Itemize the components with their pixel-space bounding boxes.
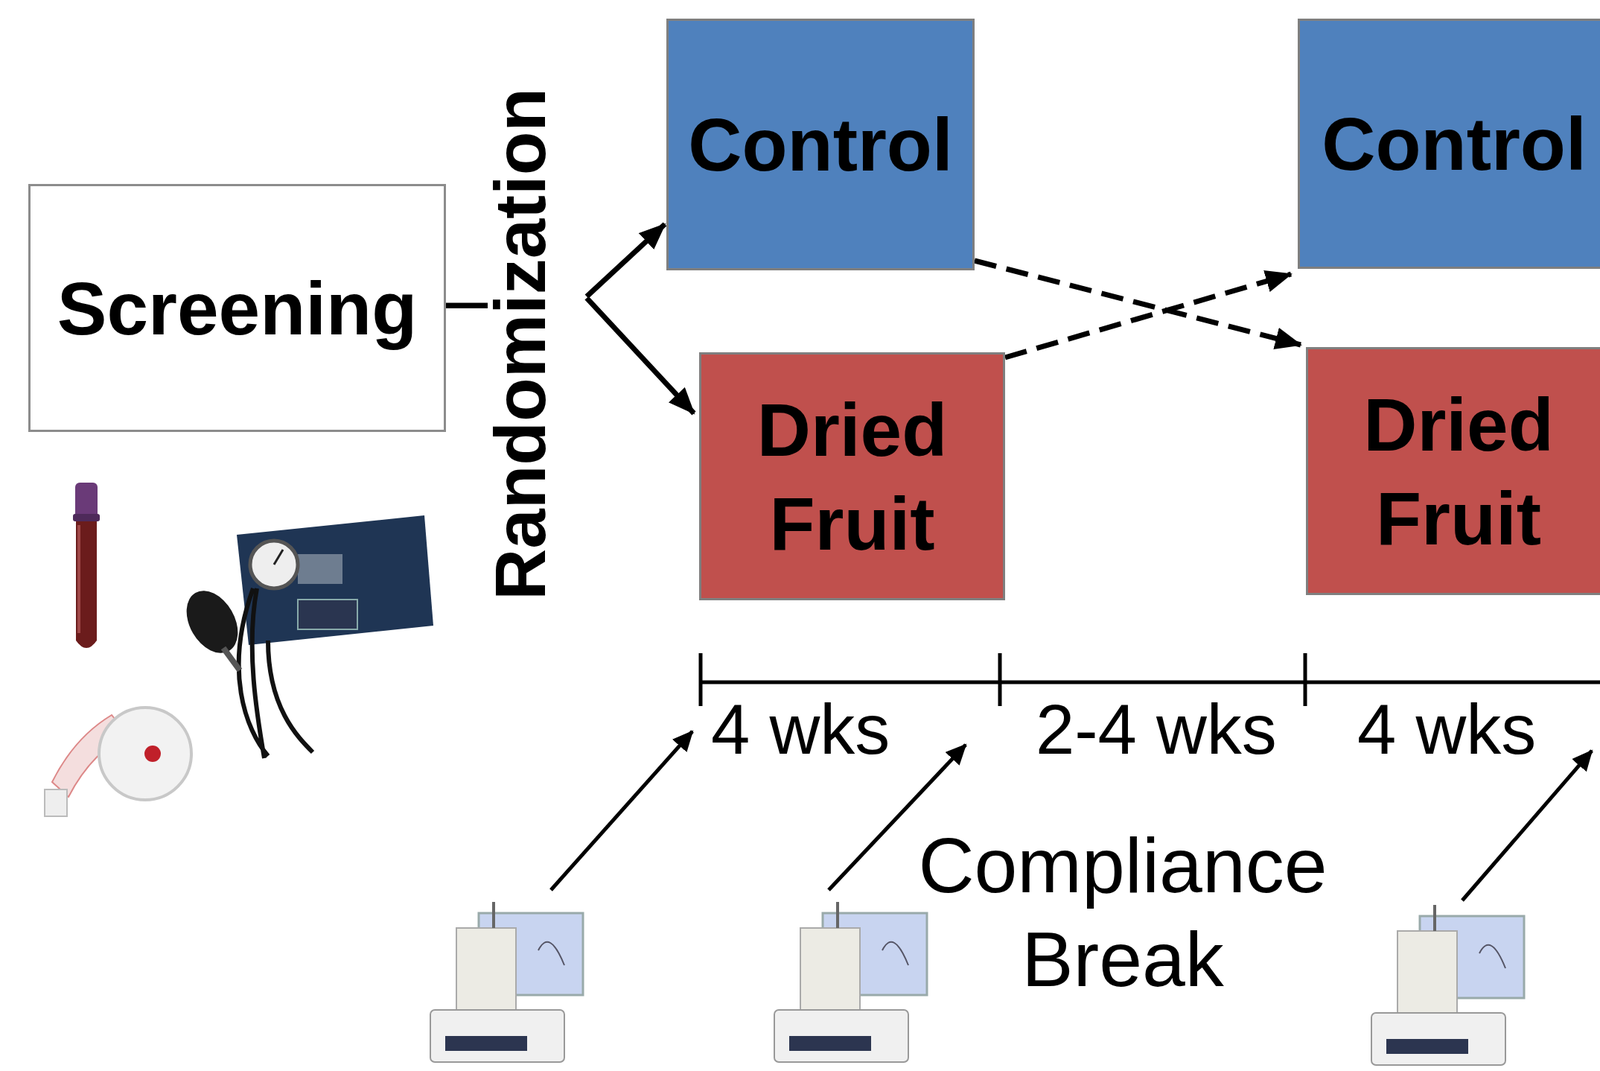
phase-label: Randomization bbox=[484, 87, 557, 601]
crossover-arrow bbox=[1005, 273, 1292, 358]
break-label: Compliance Break bbox=[891, 818, 1354, 1006]
compliance-device-icon bbox=[774, 901, 927, 1062]
tape-measure-icon bbox=[44, 707, 192, 817]
compliance-device-icon bbox=[430, 901, 583, 1062]
group-box: Dried Fruit bbox=[1305, 346, 1600, 595]
duration-label: 2-4 wks bbox=[1035, 694, 1277, 765]
blood-pressure-cuff-icon bbox=[176, 515, 434, 758]
group-box: Control bbox=[1297, 18, 1600, 269]
group-box: Dried Fruit bbox=[699, 352, 1006, 601]
group-box: Control bbox=[666, 18, 975, 271]
box-title: Screening bbox=[57, 261, 418, 356]
box-title: Control bbox=[1321, 96, 1586, 191]
box-title: Dried Fruit bbox=[716, 382, 988, 571]
randomization-arrow bbox=[445, 297, 694, 414]
compliance-device-icon bbox=[1371, 904, 1525, 1065]
box-title: Dried Fruit bbox=[1323, 377, 1595, 566]
blood-tube-icon bbox=[72, 482, 100, 648]
screening-box: Screening bbox=[28, 183, 446, 432]
box-title: Control bbox=[687, 97, 953, 192]
duration-label: 4 wks bbox=[711, 694, 890, 765]
crossover-arrow bbox=[974, 260, 1301, 345]
duration-label: 4 wks bbox=[1357, 694, 1536, 765]
